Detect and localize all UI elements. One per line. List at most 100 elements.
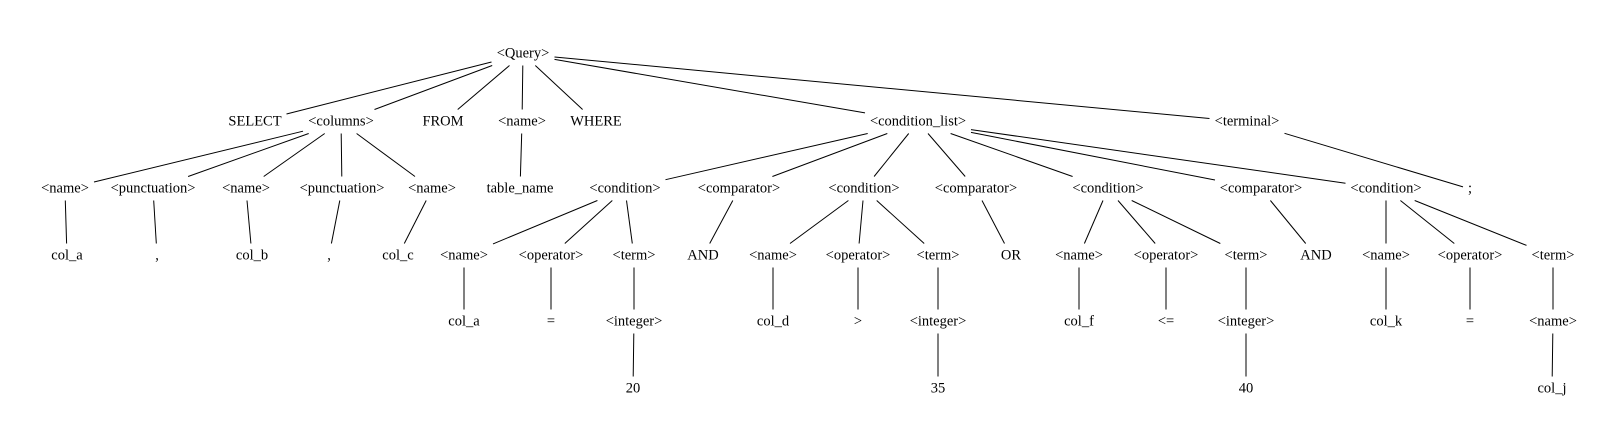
tree-node-val-20: 20 (625, 380, 641, 397)
tree-edge-name-col1-tok-col-a (64, 200, 68, 244)
tree-edge-punct-2-comma-2 (330, 200, 341, 244)
tree-node-c3-op: <operator> (1133, 247, 1199, 264)
tree-edge-columns-name-col2 (263, 133, 325, 177)
tree-node-comma-1: , (155, 247, 159, 264)
tree-node-name-col2: <name> (222, 180, 270, 197)
tree-edge-query-from (457, 65, 510, 110)
tree-edge-name-term-val-col-j (1551, 333, 1554, 377)
tree-edge-name-col3-tok-col-c (403, 200, 427, 244)
tree-edge-cond-1-c1-op (564, 200, 613, 244)
tree-edge-condition-list-comp-2 (927, 133, 966, 177)
tree-edge-terminal-semicolon (1284, 132, 1464, 188)
tree-node-name-col3: <name> (408, 180, 456, 197)
tree-node-c2-op: <operator> (825, 247, 891, 264)
tree-node-query: <Query> (496, 45, 550, 62)
tree-edge-query-columns (374, 65, 493, 110)
tree-node-comp-2: <comparator> (934, 180, 1018, 197)
tree-node-val-35: 35 (930, 380, 946, 397)
tree-node-val-col-a: col_a (448, 313, 480, 330)
tree-node-name-col1: <name> (41, 180, 89, 197)
tree-edge-comp-3-and-2 (1270, 200, 1307, 244)
tree-edge-cond-3-c3-op (1117, 200, 1156, 244)
tree-node-where: WHERE (570, 113, 622, 130)
tree-node-eq-2: = (1465, 313, 1475, 330)
tree-edge-name-col2-tok-col-b (246, 200, 252, 244)
tree-node-name-top: <name> (498, 113, 546, 130)
tree-node-c4-op: <operator> (1437, 247, 1503, 264)
tree-edge-cond-3-c3-name (1083, 200, 1104, 244)
tree-node-int-3: <integer> (1217, 313, 1275, 330)
tree-edge-condition-list-comp-1 (772, 133, 888, 177)
tree-node-condition-list: <condition_list> (869, 113, 967, 130)
tree-edge-condition-list-cond-3 (950, 133, 1073, 177)
tree-node-val-col-j: col_j (1537, 380, 1567, 397)
tree-node-c3-name: <name> (1055, 247, 1103, 264)
tree-edge-condition-list-cond-1 (665, 133, 868, 181)
tree-edge-condition-list-cond-2 (873, 133, 910, 177)
tree-edge-cond-3-c3-term (1131, 200, 1221, 244)
tree-edge-query-condition-list (554, 58, 866, 114)
tree-node-val-col-f: col_f (1064, 313, 1094, 330)
tree-node-val-40: 40 (1238, 380, 1254, 397)
tree-edge-cond-4-c4-term (1414, 200, 1527, 246)
tree-edge-cond-1-c1-term (626, 200, 633, 244)
tree-node-c1-op: <operator> (518, 247, 584, 264)
tree-node-tok-col-c: col_c (382, 247, 414, 264)
tree-node-columns: <columns> (308, 113, 374, 130)
tree-node-int-2: <integer> (909, 313, 967, 330)
tree-edge-cond-2-c2-op (858, 200, 864, 244)
tree-node-c1-term: <term> (612, 247, 656, 264)
tree-edge-comp-1-and-1 (709, 200, 734, 244)
tree-edge-query-select (286, 61, 492, 115)
tree-edge-name-top-table-name (519, 133, 523, 177)
tree-edge-query-terminal (554, 56, 1210, 119)
tree-edge-condition-list-comp-3 (970, 131, 1216, 181)
tree-edge-columns-name-col3 (356, 133, 416, 177)
tree-edge-int-1-val-20 (632, 333, 635, 377)
tree-node-c4-term: <term> (1531, 247, 1575, 264)
tree-node-select: SELECT (228, 113, 282, 130)
tree-node-and-1: AND (687, 247, 719, 264)
tree-node-cond-4: <condition> (1350, 180, 1422, 197)
tree-node-tok-col-b: col_b (235, 247, 269, 264)
tree-node-cond-2: <condition> (828, 180, 900, 197)
tree-node-table-name: table_name (486, 180, 554, 197)
tree-edge-punct-1-comma-1 (153, 200, 157, 244)
tree-node-c2-name: <name> (749, 247, 797, 264)
tree-edge-columns-name-col1 (93, 130, 304, 183)
tree-node-int-1: <integer> (605, 313, 663, 330)
tree-node-cond-1: <condition> (589, 180, 661, 197)
tree-node-punct-2: <punctuation> (299, 180, 385, 197)
tree-node-lte-1: <= (1157, 313, 1175, 330)
tree-node-comma-2: , (327, 247, 331, 264)
tree-node-terminal: <terminal> (1214, 113, 1280, 130)
tree-edge-cond-1-c1-name (492, 200, 598, 245)
tree-edge-query-where (534, 65, 583, 110)
tree-node-from: FROM (422, 113, 464, 130)
tree-node-gt-1: > (853, 313, 863, 330)
tree-node-name-term: <name> (1529, 313, 1577, 330)
tree-node-c4-name: <name> (1362, 247, 1410, 264)
tree-node-c3-term: <term> (1224, 247, 1268, 264)
tree-node-tok-col-a: col_a (51, 247, 83, 264)
tree-node-cond-3: <condition> (1072, 180, 1144, 197)
tree-edge-cond-4-c4-op (1400, 200, 1455, 244)
tree-node-eq-1: = (546, 313, 556, 330)
tree-node-c1-name: <name> (440, 247, 488, 264)
tree-node-or-1: OR (1000, 247, 1022, 264)
tree-node-val-col-d: col_d (756, 313, 790, 330)
tree-edge-condition-list-cond-4 (970, 129, 1346, 184)
tree-edge-query-name-top (521, 65, 524, 110)
tree-node-punct-1: <punctuation> (110, 180, 196, 197)
tree-node-comp-3: <comparator> (1219, 180, 1303, 197)
tree-edge-cond-2-c2-name (789, 200, 849, 244)
tree-node-semicolon: ; (1467, 180, 1473, 197)
tree-edge-comp-2-or-1 (981, 200, 1005, 244)
tree-node-comp-1: <comparator> (697, 180, 781, 197)
tree-node-c2-term: <term> (916, 247, 960, 264)
tree-edge-columns-punct-1 (187, 133, 309, 177)
tree-node-val-col-k: col_k (1369, 313, 1403, 330)
tree-edge-cond-2-c2-term (876, 200, 925, 244)
